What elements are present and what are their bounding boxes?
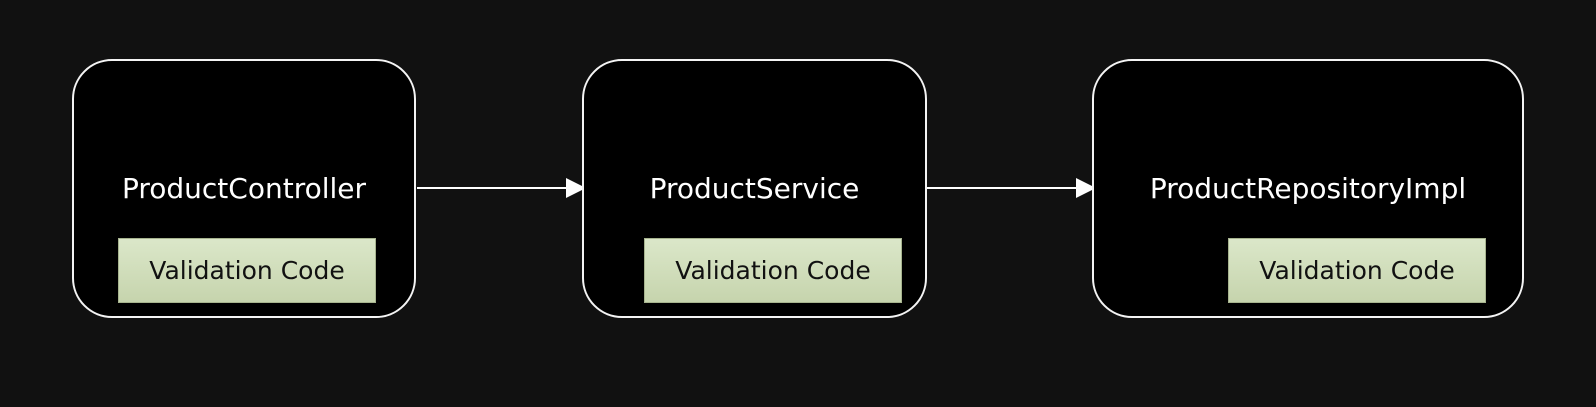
node-label-product-controller: ProductController (121, 172, 367, 205)
validation-code-badge-service: Validation Code (644, 238, 902, 303)
node-product-repository-impl: ProductRepositoryImpl Validation Code (1092, 59, 1524, 318)
node-label-product-repository-impl: ProductRepositoryImpl (1149, 172, 1467, 205)
node-label-product-service: ProductService (649, 172, 860, 205)
validation-code-badge-repository: Validation Code (1228, 238, 1486, 303)
validation-code-badge-controller: Validation Code (118, 238, 376, 303)
node-product-controller: ProductController Validation Code (72, 59, 416, 318)
node-product-service: ProductService Validation Code (582, 59, 927, 318)
